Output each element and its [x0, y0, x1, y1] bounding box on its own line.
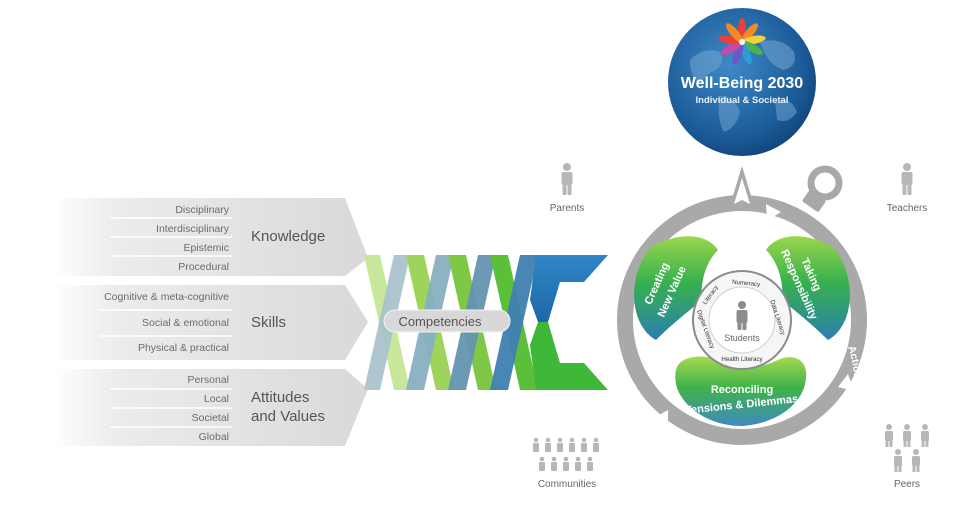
globe-title: Well-Being 2030 — [681, 75, 804, 92]
knowledge-item: Epistemic — [183, 242, 229, 254]
knowledge-item: Interdisciplinary — [156, 223, 230, 235]
petal-taking-responsibility — [766, 236, 850, 340]
flower-icon — [718, 18, 766, 65]
teachers-label: Teachers — [887, 203, 928, 214]
attitudes-item: Local — [204, 393, 229, 405]
communities-label: Communities — [538, 479, 596, 490]
knowledge-title: Knowledge — [251, 228, 325, 245]
attitudes-item: Societal — [192, 412, 229, 424]
literacy-label: Health Literacy — [721, 356, 763, 363]
band-separators — [100, 217, 232, 428]
teachers-icon — [901, 163, 913, 195]
peers-label: Peers — [894, 479, 920, 490]
attitudes-title: Attitudes — [251, 389, 309, 406]
attitudes-item: Personal — [188, 374, 229, 386]
petal-label: Reconciling — [711, 384, 773, 396]
petal-reconciling-tensions — [675, 356, 807, 426]
parents-icon — [561, 163, 573, 195]
skills-item: Social & emotional — [142, 317, 229, 329]
competencies-pill: Competencies — [383, 309, 511, 333]
literacy-label: Numeracy — [732, 279, 762, 289]
wellbeing-globe — [668, 8, 816, 156]
attitudes-title: and Values — [251, 408, 325, 425]
cycle-arrow-marks — [654, 204, 854, 426]
peers-icon — [885, 424, 929, 472]
parents-label: Parents — [550, 203, 584, 214]
attitudes-item: Global — [199, 431, 229, 443]
skills-item: Physical & practical — [138, 342, 229, 354]
students-label: Students — [724, 333, 760, 343]
knowledge-item: Disciplinary — [175, 204, 229, 216]
knowledge-item: Procedural — [178, 261, 229, 273]
compass-needle — [728, 166, 756, 212]
petal-creating-new-value — [634, 236, 718, 340]
skills-band — [52, 285, 368, 360]
communities-icon — [533, 437, 599, 471]
skills-title: Skills — [251, 314, 286, 331]
student-icon — [736, 301, 748, 330]
globe-subtitle: Individual & Societal — [696, 95, 789, 106]
skills-item: Cognitive & meta-cognitive — [104, 291, 229, 303]
competencies-label: Competencies — [398, 314, 482, 329]
competencies-arrow — [530, 255, 608, 390]
